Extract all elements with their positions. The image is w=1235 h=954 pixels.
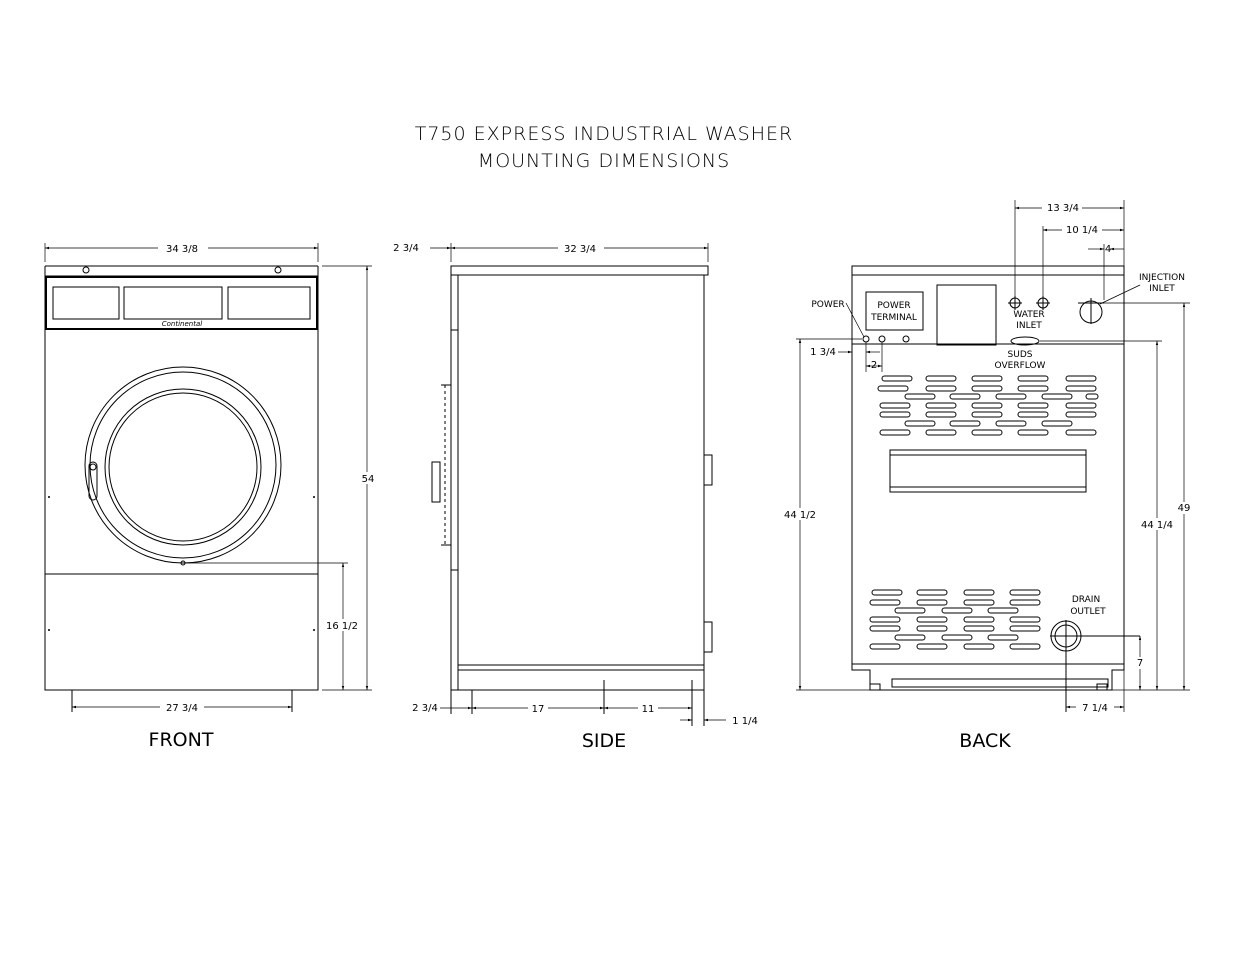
dim-side-rear-projection: 1 1/4 — [732, 716, 758, 727]
dim-water2-to-injection: 10 1/4 — [1066, 225, 1098, 236]
drain-label-1: DRAIN — [1072, 595, 1100, 605]
door-outer-ring — [84, 366, 282, 564]
control-panel — [45, 276, 318, 330]
door-handle — [88, 461, 98, 501]
dim-side-bottom-offset: 2 3/4 — [412, 703, 438, 714]
drain-outlet-icon — [1050, 620, 1140, 712]
back-access-panel — [936, 284, 997, 346]
water-inlet-2-icon — [1036, 296, 1050, 310]
view-label-side: SIDE — [582, 730, 626, 752]
dim-side-depth: 32 3/4 — [564, 244, 596, 255]
suds-label-2: OVERFLOW — [995, 361, 1046, 371]
view-label-back: BACK — [959, 730, 1011, 752]
back-view: POWER TERMINAL POWER WATER INLET INJECTI… — [782, 200, 1193, 752]
dim-front-height: 54 — [362, 474, 375, 485]
front-view: Continental 34 3/8 54 16 1/2 — [44, 242, 376, 751]
dim-suds-height: 44 1/4 — [1141, 520, 1173, 531]
dim-power-spacing: 2 — [871, 360, 877, 371]
water-inlet-label-1: WATER — [1013, 310, 1044, 320]
dim-drain-offset: 7 1/4 — [1082, 703, 1108, 714]
suds-label-1: SUDS — [1008, 350, 1033, 360]
dim-side-foot-front: 17 — [532, 704, 545, 715]
injection-label-2: INLET — [1149, 284, 1175, 294]
view-label-front: FRONT — [149, 729, 214, 751]
power-terminal-label-1: POWER — [877, 301, 910, 311]
dim-front-width: 34 3/8 — [166, 244, 198, 255]
dim-injection-height: 49 — [1178, 503, 1191, 514]
water-inlet-1-icon — [1008, 296, 1022, 310]
drawing-title-line1: T750 EXPRESS INDUSTRIAL WASHER — [415, 123, 794, 145]
front-cabinet — [44, 275, 319, 691]
dim-foot-spacing: 27 3/4 — [166, 703, 198, 714]
lower-vent-slots — [869, 589, 1041, 650]
injection-label-1: INJECTION — [1139, 273, 1185, 283]
power-terminal-label-2: TERMINAL — [870, 313, 917, 323]
drawing-title-line2: MOUNTING DIMENSIONS — [478, 150, 730, 172]
water-inlet-label-2: INLET — [1016, 321, 1042, 331]
brand-logo: Continental — [162, 320, 203, 328]
dim-injection-offset: 4 — [1105, 244, 1111, 255]
dim-water-to-injection: 13 3/4 — [1047, 203, 1079, 214]
door-window — [104, 388, 262, 546]
upper-vent-slots — [877, 375, 1099, 436]
dim-door-center: 16 1/2 — [326, 621, 358, 632]
dim-power-x: 1 3/4 — [810, 347, 836, 358]
side-cabinet — [450, 274, 705, 691]
dim-power-height: 44 1/2 — [784, 510, 816, 521]
drain-label-2: OUTLET — [1070, 607, 1106, 617]
dim-side-foot-rear: 11 — [642, 704, 655, 715]
suds-overflow-port — [1010, 336, 1040, 346]
injection-inlet-icon — [1078, 298, 1104, 324]
power-label: POWER — [811, 300, 844, 310]
power-terminal-box — [865, 291, 924, 331]
dim-side-top-offset: 2 3/4 — [393, 243, 419, 254]
side-view: 2 3/4 32 3/4 2 3/4 17 11 1 1/4 SIDE — [393, 242, 758, 752]
dim-drain-height: 7 — [1137, 658, 1143, 669]
motor-access-panel — [889, 449, 1087, 493]
